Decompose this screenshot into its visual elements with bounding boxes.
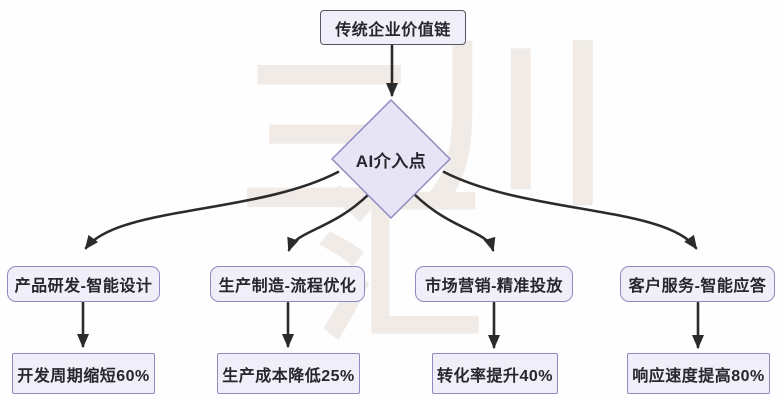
result-node-response-speed: 响应速度提高80% [627,353,770,394]
category-node-marketing: 市场营销-精准投放 [415,266,573,302]
category-node-product-rd: 产品研发-智能设计 [7,266,160,302]
decision-node-label: AI介入点 [355,151,427,171]
result-node-conversion-rate: 转化率提升40% [432,353,558,394]
category-node-manufacturing: 生产制造-流程优化 [210,266,365,302]
root-node-value-chain: 传统企业价值链 [320,10,466,45]
category-node-customer-service: 客户服务-智能应答 [620,266,775,302]
result-node-production-cost: 生产成本降低25% [217,353,360,394]
result-node-dev-cycle: 开发周期缩短60% [12,353,155,394]
